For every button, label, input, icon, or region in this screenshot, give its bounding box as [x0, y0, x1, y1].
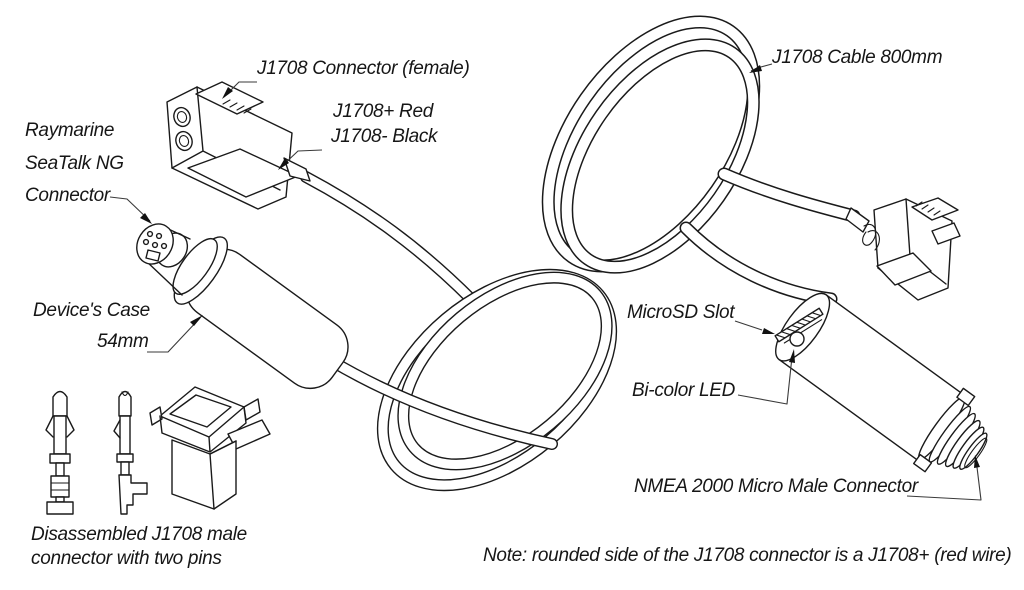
label-raymarine-line3: Connector: [25, 185, 110, 206]
label-bicolor-led: Bi-color LED: [632, 380, 736, 401]
left-cable: [300, 171, 618, 492]
arrowhead: [762, 328, 775, 334]
seatalk-ng-connector: [136, 223, 191, 296]
label-wire-minus: J1708- Black: [331, 126, 438, 147]
label-nmea-connector: NMEA 2000 Micro Male Connector: [634, 476, 918, 497]
bicolor-led: [789, 331, 805, 347]
label-device-case: Device's Case: [33, 300, 150, 321]
cable-boot-right: [845, 207, 870, 233]
label-disassembled-line2: connector with two pins: [31, 548, 222, 569]
label-j1708-cable: J1708 Cable 800mm: [772, 47, 943, 68]
cable-boot-left: [283, 157, 311, 182]
connector-housing: [149, 386, 271, 510]
leader-led: [737, 356, 793, 405]
arrowhead: [222, 87, 233, 99]
label-j1708-female-connector: J1708 Connector (female): [257, 58, 470, 79]
pin-front-view: [45, 390, 75, 515]
label-raymarine-line1: Raymarine: [25, 120, 115, 141]
arrowhead: [278, 158, 289, 170]
j1708-connector-right: [845, 197, 961, 301]
device-case-left: [136, 223, 349, 390]
label-case-length: 54mm: [97, 331, 149, 352]
arrowhead: [190, 315, 203, 326]
leader-microsd: [734, 320, 763, 331]
j1708-female-connector: [166, 81, 311, 210]
leader-seatalk: [109, 196, 151, 222]
arrowhead: [749, 65, 762, 73]
leader-case: [147, 317, 201, 353]
nmea-2000-connector: [928, 405, 988, 470]
arrowhead: [789, 349, 795, 363]
label-wire-plus: J1708+ Red: [333, 101, 433, 122]
callout-leaders: [109, 63, 982, 501]
label-disassembled-line1: Disassembled J1708 male: [31, 524, 247, 545]
pin-side-view: [113, 390, 148, 515]
seatalk-pins: [142, 230, 168, 262]
connector-latch: [195, 81, 264, 115]
arrowhead: [974, 455, 980, 468]
device-case-right: [774, 292, 988, 473]
label-microsd-slot: MicroSD Slot: [627, 302, 735, 323]
disassembled-connector-drawing: [45, 386, 271, 515]
right-cable: [541, 15, 861, 306]
pigtail-wires: [862, 224, 880, 251]
leader-nmea: [906, 458, 982, 501]
label-raymarine-line2: SeaTalk NG: [25, 153, 124, 174]
arrowhead: [140, 213, 152, 224]
note-text: Note: rounded side of the J1708 connecto…: [483, 545, 1012, 566]
